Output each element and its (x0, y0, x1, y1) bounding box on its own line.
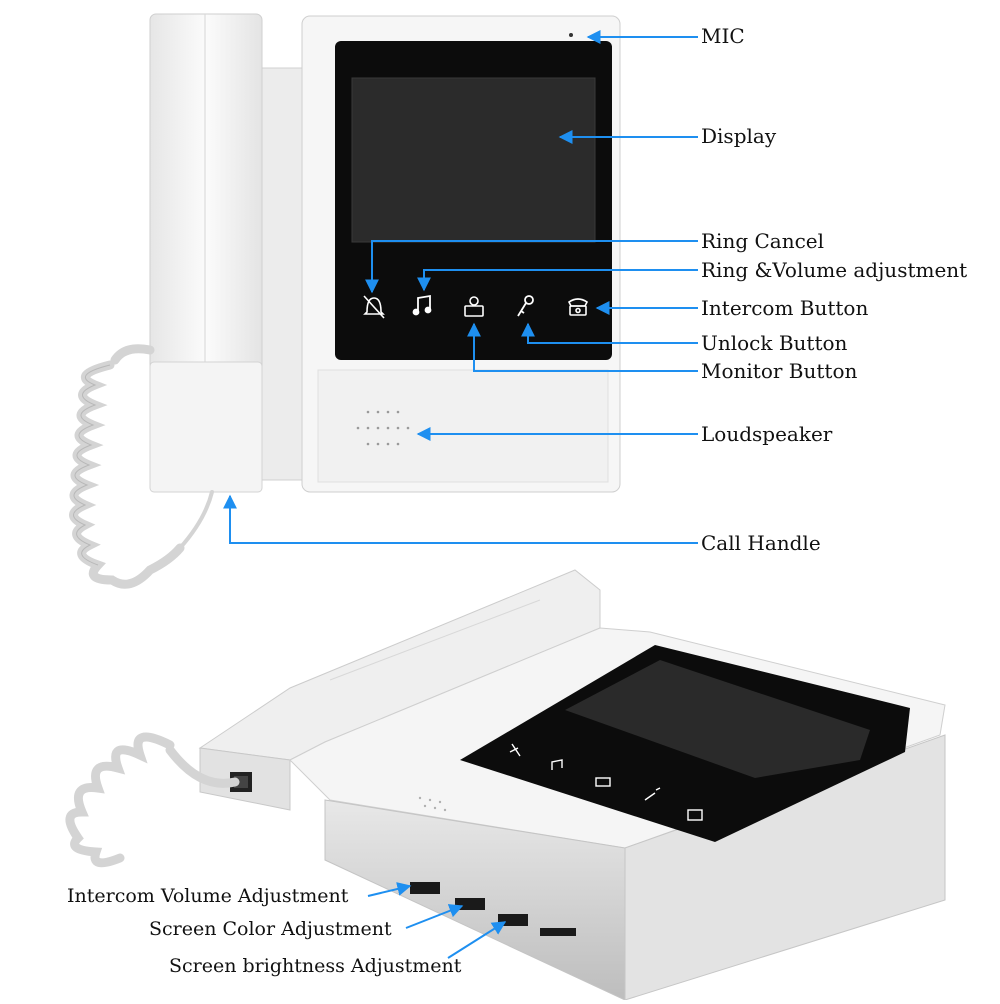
label-ring-volume: Ring &Volume adjustment (701, 258, 968, 282)
label-call-handle: Call Handle (701, 531, 821, 555)
angled-music-note-icon (551, 759, 563, 770)
phone-icon[interactable] (567, 298, 589, 316)
slot-extra (540, 928, 576, 936)
bell-muted-icon[interactable] (363, 295, 385, 319)
callout-arrows-top (223, 30, 698, 544)
label-screen-brightness: Screen brightness Adjustment (169, 955, 462, 977)
monitor-person-icon[interactable] (464, 296, 484, 317)
display-screen (351, 77, 596, 243)
label-intercom-volume: Intercom Volume Adjustment (67, 885, 349, 907)
label-monitor-button: Monitor Button (701, 359, 858, 383)
label-loudspeaker: Loudspeaker (701, 422, 833, 446)
angled-key-icon (644, 787, 661, 801)
angled-phone-icon (687, 809, 703, 821)
slot-screen-color (455, 898, 485, 910)
slot-intercom-volume (410, 882, 440, 894)
loudspeaker-grille (356, 410, 410, 446)
callout-arrows-bottom (367, 882, 507, 959)
label-ring-cancel: Ring Cancel (701, 229, 825, 253)
label-intercom-button: Intercom Button (701, 296, 869, 320)
key-icon[interactable] (517, 295, 534, 317)
label-display: Display (701, 124, 777, 148)
label-mic: MIC (701, 24, 745, 48)
label-screen-color: Screen Color Adjustment (149, 918, 392, 940)
music-note-icon[interactable] (412, 294, 432, 316)
angled-display-screen (565, 660, 870, 778)
angled-monitor-icon (595, 777, 611, 787)
angled-view-device (65, 569, 946, 1001)
label-unlock-button: Unlock Button (701, 331, 848, 355)
mic-hole (569, 33, 573, 37)
angled-bell-muted-icon (509, 743, 521, 757)
front-view-device (69, 13, 621, 589)
